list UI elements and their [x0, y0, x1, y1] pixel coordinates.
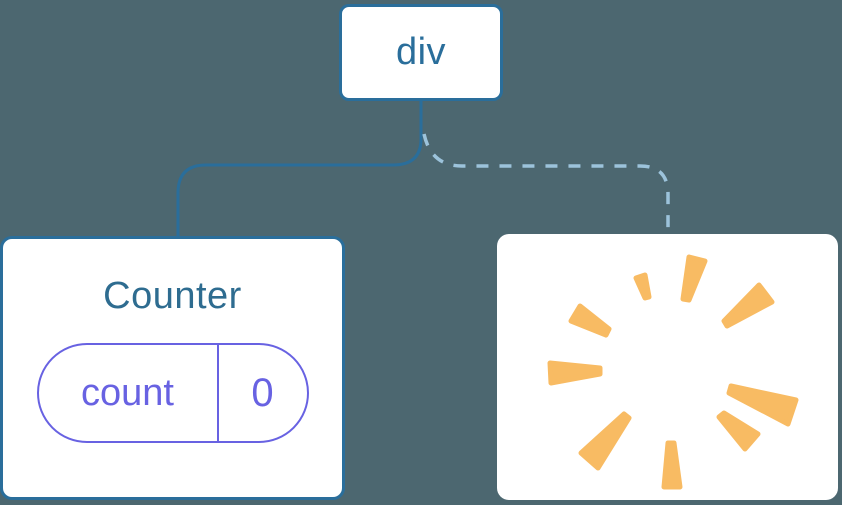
edge-solid-parent-to-counter — [176, 101, 423, 236]
root-node-label: div — [395, 31, 447, 73]
edge-dashed-parent-to-removed — [422, 133, 670, 234]
counter-card: Counter count 0 — [0, 236, 345, 500]
poof-icon — [547, 254, 798, 490]
removed-card — [497, 234, 838, 500]
state-key: count — [81, 371, 174, 414]
state-value: 0 — [216, 345, 307, 441]
root-node-div: div — [339, 4, 503, 101]
counter-card-title: Counter — [103, 275, 242, 317]
state-pill: count 0 — [36, 343, 309, 443]
